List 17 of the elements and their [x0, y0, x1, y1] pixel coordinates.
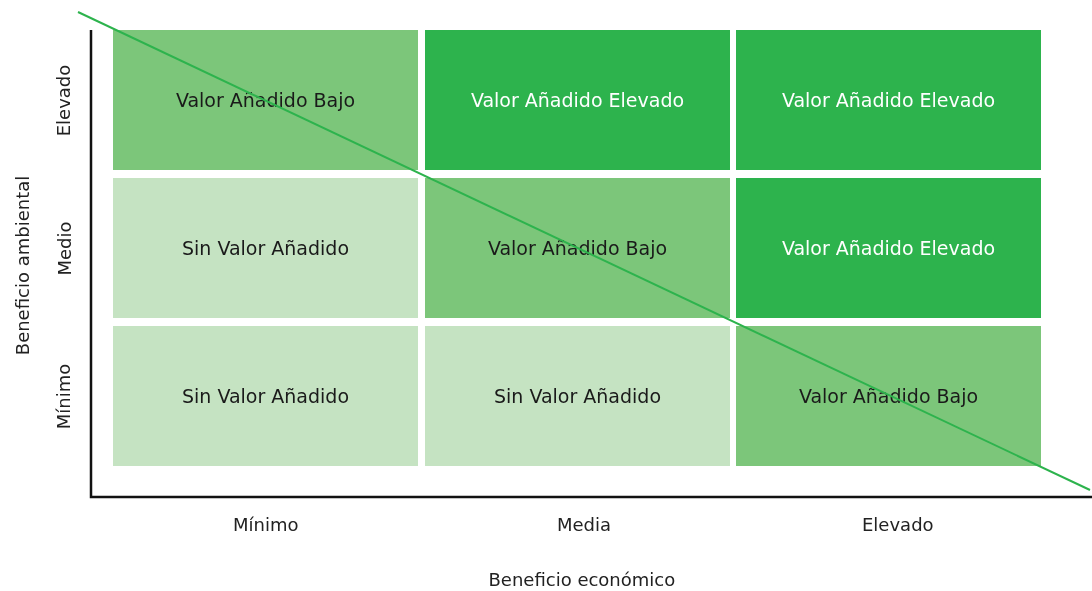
- axis-title: Beneficio ambiental: [11, 175, 33, 355]
- axis-tick-label: Mínimo: [233, 513, 299, 535]
- matrix-cell: Sin Valor Añadido: [113, 178, 418, 318]
- axis-tick-label: Elevado: [53, 64, 75, 136]
- axis-tick-label: Medio: [53, 221, 75, 275]
- axis-tick-label: Mínimo: [53, 363, 75, 429]
- matrix-cell: Valor Añadido Bajo: [736, 326, 1041, 466]
- axis-tick-label: Media: [557, 513, 612, 535]
- matrix-cell: Valor Añadido Elevado: [425, 30, 730, 170]
- axis-tick-label: Elevado: [862, 513, 934, 535]
- matrix-cell: Valor Añadido Elevado: [736, 178, 1041, 318]
- matrix-cell: Valor Añadido Elevado: [736, 30, 1041, 170]
- matrix-cell: Sin Valor Añadido: [425, 326, 730, 466]
- matrix-cell: Valor Añadido Bajo: [425, 178, 730, 318]
- axis-title: Beneficio económico: [488, 568, 676, 590]
- matrix-cell: Valor Añadido Bajo: [113, 30, 418, 170]
- matrix-cell: Sin Valor Añadido: [113, 326, 418, 466]
